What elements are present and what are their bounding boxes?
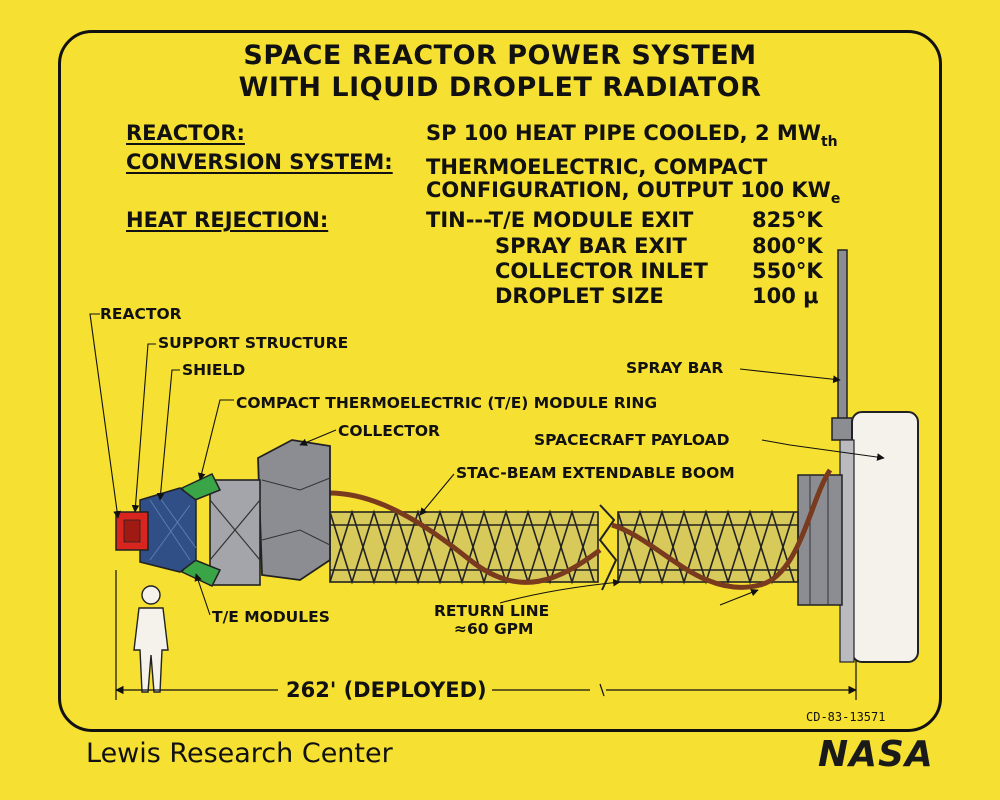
reference-code: CD-83-13571 xyxy=(806,710,886,724)
stac-beam-boom-far xyxy=(617,509,799,585)
label-te-module-ring: COMPACT THERMOELECTRIC (T/E) MODULE RING xyxy=(236,394,658,412)
conversion-spec-value-2: CONFIGURATION, OUTPUT 100 KWe xyxy=(426,178,841,207)
title-line-1: SPACE REACTOR POWER SYSTEM xyxy=(243,40,757,71)
heat-rejection-label: HEAT REJECTION: xyxy=(126,208,329,232)
heat-row-value: 550°K xyxy=(752,259,823,283)
stac-beam-boom xyxy=(329,509,599,585)
label-spray-bar: SPRAY BAR xyxy=(626,359,724,377)
spacecraft-payload-body xyxy=(851,411,919,663)
return-line-pipe xyxy=(299,490,602,585)
nasa-logo: NASA xyxy=(818,734,934,775)
label-spacecraft-payload: SPACECRAFT PAYLOAD xyxy=(534,431,730,449)
conversion-spec-subscript: e xyxy=(830,191,841,207)
label-return-line: RETURN LINE xyxy=(434,602,550,620)
heat-row-name: DROPLET SIZE xyxy=(495,284,664,308)
label-reactor: REACTOR xyxy=(100,305,182,323)
reactor-spec-subscript: th xyxy=(820,134,838,150)
reactor-spec-value: SP 100 HEAT PIPE COOLED, 2 MWth xyxy=(426,121,838,150)
heat-row-value: 800°K xyxy=(752,234,823,258)
spray-bar-mount xyxy=(831,417,855,441)
heat-row-name: COLLECTOR INLET xyxy=(495,259,708,283)
return-line-pipe-far xyxy=(611,468,833,590)
support-frame xyxy=(209,479,261,586)
label-te-modules: T/E MODULES xyxy=(212,608,330,626)
label-return-line-flow: ≈60 GPM xyxy=(454,620,534,638)
heat-row-name: TIN---T/E MODULE EXIT xyxy=(426,208,694,232)
collector-body xyxy=(257,439,331,581)
human-scale-figure xyxy=(133,585,169,693)
label-support-structure: SUPPORT STRUCTURE xyxy=(158,334,349,352)
heat-row-value: 825°K xyxy=(752,208,823,232)
diagram-border-frame xyxy=(58,30,942,732)
spray-bar-mast xyxy=(837,249,848,436)
label-deployed-length: 262' (DEPLOYED) xyxy=(282,678,491,702)
label-collector: COLLECTOR xyxy=(338,422,440,440)
conversion-spec-value-1: THERMOELECTRIC, COMPACT xyxy=(426,155,768,179)
title-line-2: WITH LIQUID DROPLET RADIATOR xyxy=(238,72,762,103)
deployed-length-dimension xyxy=(115,570,857,700)
org-name: Lewis Research Center xyxy=(86,738,393,769)
label-stac-beam-boom: STAC-BEAM EXTENDABLE BOOM xyxy=(456,464,735,482)
heat-row-value: 100 μ xyxy=(752,284,819,308)
conversion-spec-label: CONVERSION SYSTEM: xyxy=(126,150,393,174)
boom-break-mark xyxy=(598,504,618,591)
shield-cone xyxy=(139,487,197,573)
heat-row-name: SPRAY BAR EXIT xyxy=(495,234,687,258)
reactor-spec-label: REACTOR: xyxy=(126,121,245,145)
label-shield: SHIELD xyxy=(182,361,246,379)
